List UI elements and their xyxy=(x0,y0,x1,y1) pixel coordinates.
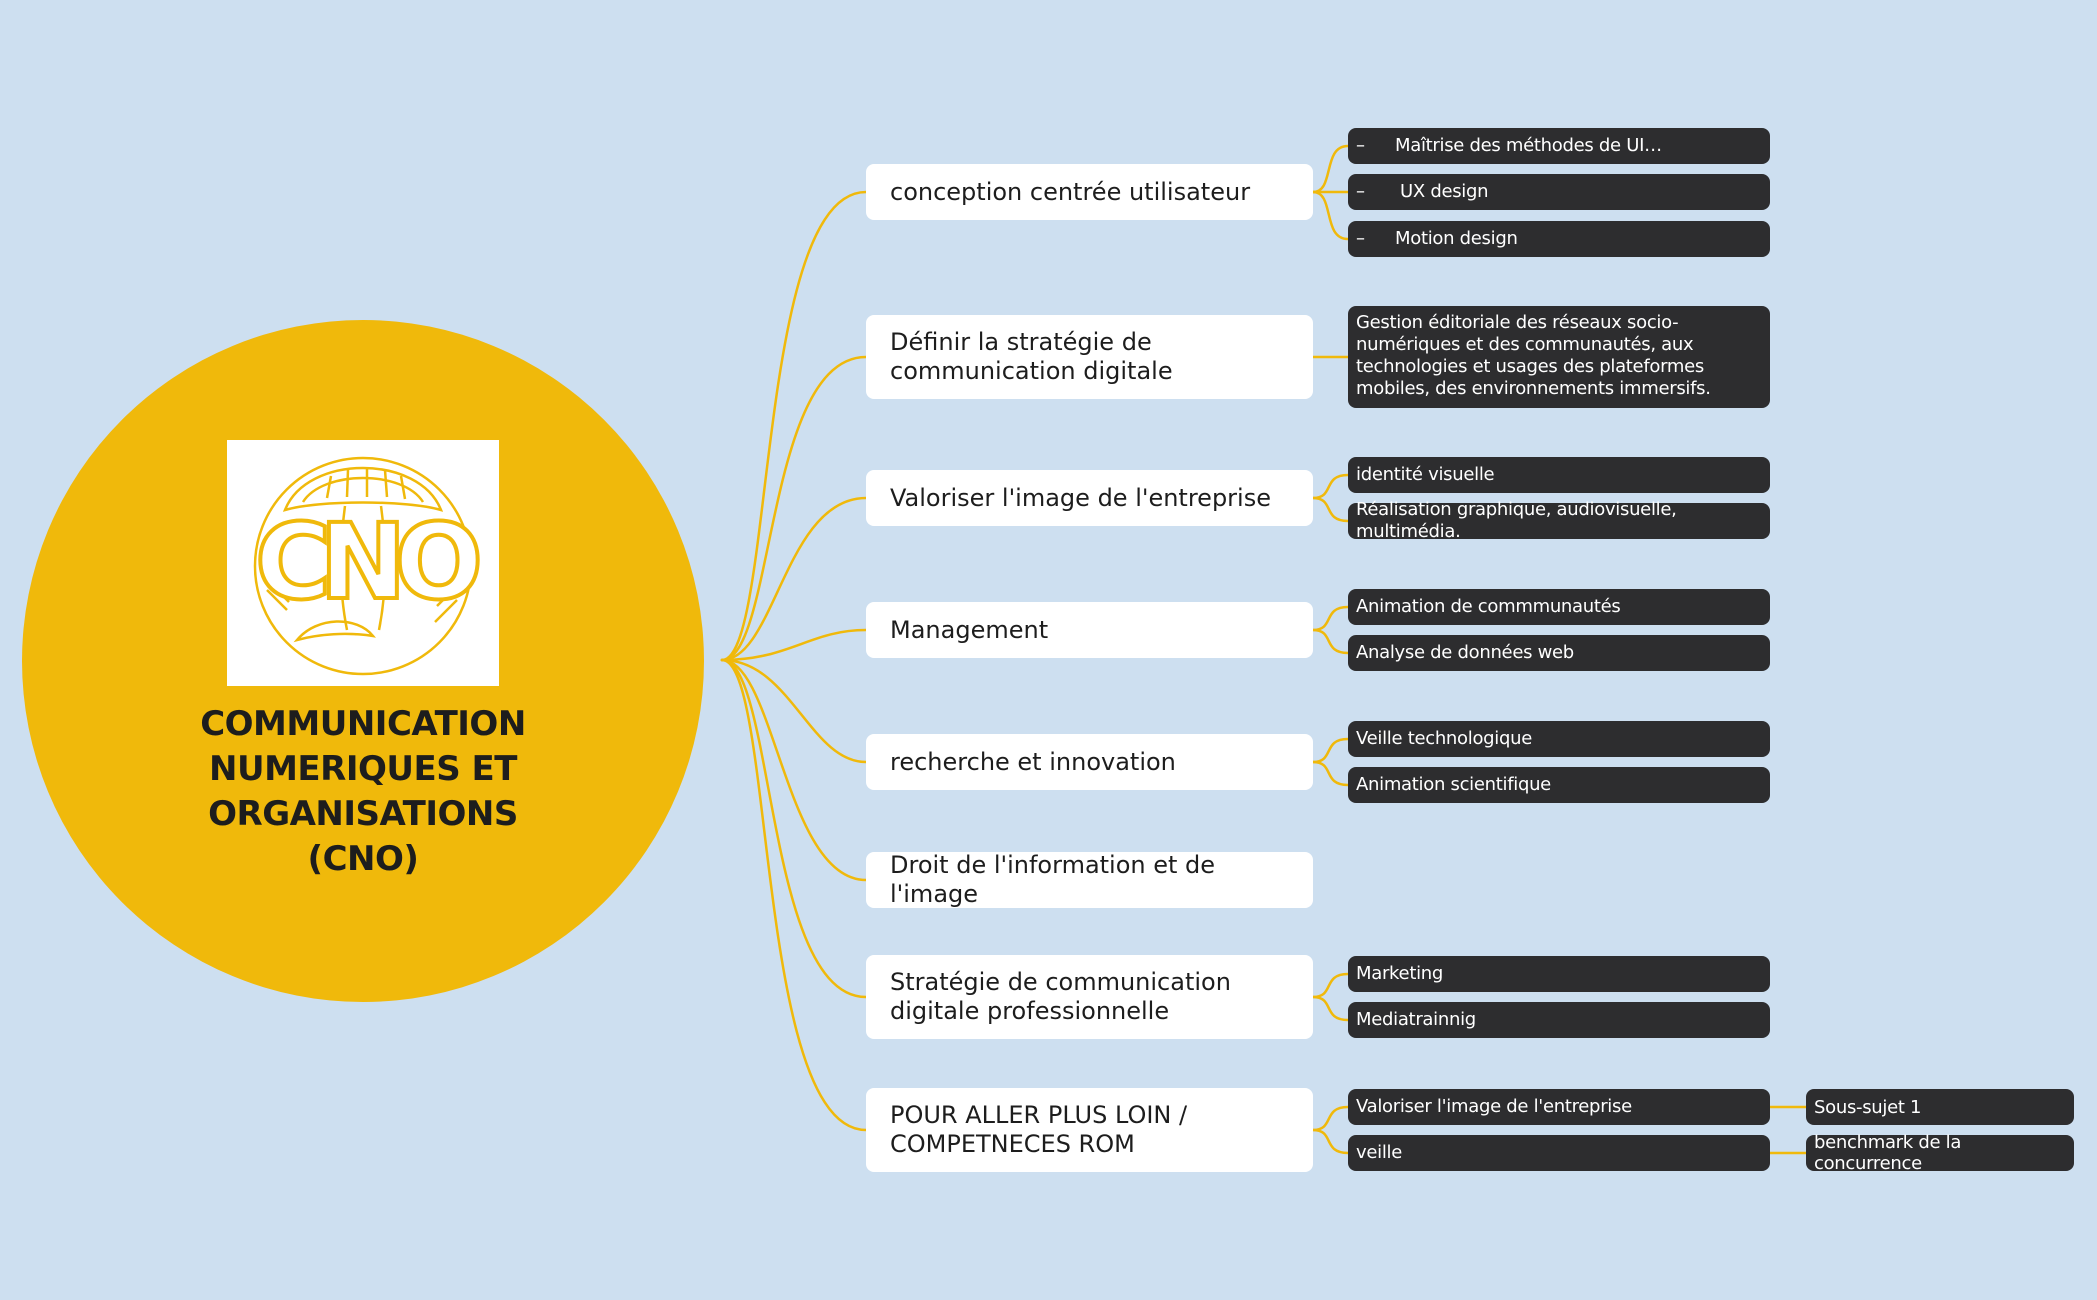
connector-b8-l1 xyxy=(1311,1105,1350,1132)
branch-droit-information[interactable]: Droit de l'information et de l'image xyxy=(866,851,1313,908)
subtopic-benchmark[interactable]: benchmark de la concurrence xyxy=(1806,1132,2074,1174)
connector-root-branch-2 xyxy=(720,355,868,662)
leaf-veille-technologique[interactable]: Veille technologique xyxy=(1348,721,1770,757)
leaf-analyse-donnees[interactable]: Analyse de données web xyxy=(1348,635,1770,671)
leaf-label: UX design xyxy=(1400,181,1489,202)
branch-recherche-innovation[interactable]: recherche et innovation xyxy=(866,734,1313,790)
connector-b4-l1 xyxy=(1311,605,1350,632)
leaf-label: Motion design xyxy=(1395,228,1518,249)
leaf-identite-visuelle[interactable]: identité visuelle xyxy=(1348,457,1770,493)
branch-strategie-professionnelle[interactable]: Stratégie de communication digitale prof… xyxy=(866,955,1313,1039)
leaf-mediatraining[interactable]: Mediatrainnig xyxy=(1348,1002,1770,1038)
branch-valoriser-image[interactable]: Valoriser l'image de l'entreprise xyxy=(866,470,1313,526)
connector-root-branch-5 xyxy=(720,658,868,764)
subtopic-sous-sujet-1[interactable]: Sous-sujet 1 xyxy=(1806,1089,2074,1125)
connector-b5-l2 xyxy=(1311,760,1350,787)
leaf-valoriser-image[interactable]: Valoriser l'image de l'entreprise xyxy=(1348,1089,1770,1125)
leaf-marketing[interactable]: Marketing xyxy=(1348,956,1770,992)
connector-b7-l1 xyxy=(1311,972,1350,999)
leaf-realisation-graphique[interactable]: Réalisation graphique, audiovisuelle, mu… xyxy=(1348,499,1770,542)
connector-b5-l1 xyxy=(1311,737,1350,764)
branch-management[interactable]: Management xyxy=(866,602,1313,658)
leaf-label: Maîtrise des méthodes de UI… xyxy=(1395,135,1662,156)
leaf-motion-design[interactable]: – Motion design xyxy=(1348,221,1770,257)
connector-root-branch-8 xyxy=(720,658,868,1132)
connector-root-branch-3 xyxy=(720,496,868,662)
leaf-animation-communautes[interactable]: Animation de commmunautés xyxy=(1348,589,1770,625)
logo-lettering: CNO xyxy=(255,501,478,623)
connector-b3-l2 xyxy=(1311,496,1350,523)
connector-b1-l1 xyxy=(1311,144,1350,194)
connector-root-branch-7 xyxy=(720,658,868,999)
branch-aller-plus-loin[interactable]: POUR ALLER PLUS LOIN / COMPETNECES ROM xyxy=(866,1088,1313,1172)
leaf-veille[interactable]: veille xyxy=(1348,1135,1770,1171)
leaf-animation-scientifique[interactable]: Animation scientifique xyxy=(1348,767,1770,803)
connector-b3-l1 xyxy=(1311,473,1350,500)
connector-root-branch-1 xyxy=(720,190,868,662)
bullet-dash: – xyxy=(1356,181,1365,202)
leaf-gestion-editoriale[interactable]: Gestion éditoriale des réseaux socio-num… xyxy=(1348,306,1770,408)
branch-conception[interactable]: conception centrée utilisateur xyxy=(866,164,1313,220)
connector-b8-l2 xyxy=(1311,1128,1350,1155)
connector-b7-l2 xyxy=(1311,995,1350,1022)
root-topic-title[interactable]: COMMUNICATION NUMERIQUES ET ORGANISATION… xyxy=(200,704,526,879)
branch-strategie-digitale[interactable]: Définir la stratégie de communication di… xyxy=(866,315,1313,399)
bullet-dash: – xyxy=(1356,135,1365,156)
cno-logo: CNO xyxy=(227,440,499,686)
connector-root-branch-4 xyxy=(720,628,868,662)
mushroom-logo-icon: CNO xyxy=(253,456,492,676)
bullet-dash: – xyxy=(1356,228,1365,249)
connector-b4-l2 xyxy=(1311,628,1350,655)
connector-root-branch-6 xyxy=(720,658,868,882)
connector-b1-l3 xyxy=(1311,190,1350,241)
leaf-ux-design[interactable]: – UX design xyxy=(1348,174,1770,210)
leaf-ui-methods[interactable]: – Maîtrise des méthodes de UI… xyxy=(1348,128,1770,164)
